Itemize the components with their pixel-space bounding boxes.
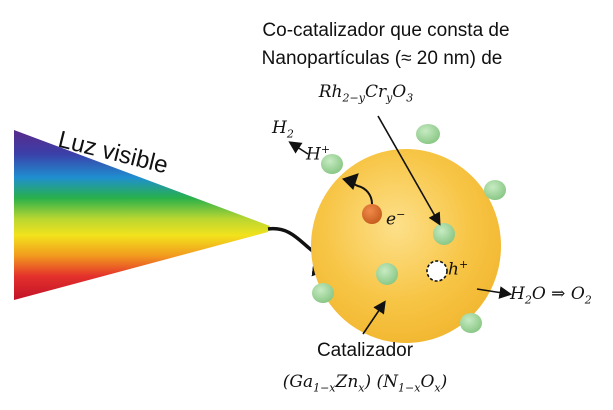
cocatalyst-pointer-arrow — [377, 115, 441, 226]
nanoparticle — [312, 283, 334, 303]
nanoparticle — [460, 313, 482, 333]
h-plus-to-h2-arrow — [288, 141, 309, 155]
light-beam — [14, 130, 270, 300]
water-reaction: H2O ⇒ O2 — [510, 284, 592, 307]
catalyst-label: Catalizador — [316, 340, 414, 361]
cocatalyst-line2: Nanopartículas (≈ 20 nm) de — [261, 48, 503, 69]
nanoparticle — [321, 154, 343, 174]
cocatalyst-line1: Co-catalizador que consta de — [262, 20, 510, 41]
hole-to-water-arrow — [476, 286, 513, 299]
nanoparticle — [484, 180, 506, 200]
hole-circle — [426, 260, 448, 282]
nanoparticles — [312, 124, 506, 333]
hole-label: h+ — [448, 258, 469, 280]
h2-label: H2 — [272, 118, 294, 141]
cocatalyst-formula: Rh2−yCryO3 — [318, 82, 414, 105]
electron-dot — [362, 204, 382, 224]
catalyst-pointer-arrow — [362, 300, 386, 335]
nanoparticle — [376, 263, 398, 285]
nanoparticle — [416, 124, 440, 144]
catalyst-sphere — [311, 149, 501, 343]
nanoparticle — [433, 223, 455, 245]
h-plus-label: H+ — [306, 143, 331, 165]
catalyst-formula: (Ga1−xZnx) (N1−xOx) — [282, 372, 448, 395]
electron-label: e− — [386, 208, 406, 230]
electron-path-arrow — [341, 173, 373, 205]
